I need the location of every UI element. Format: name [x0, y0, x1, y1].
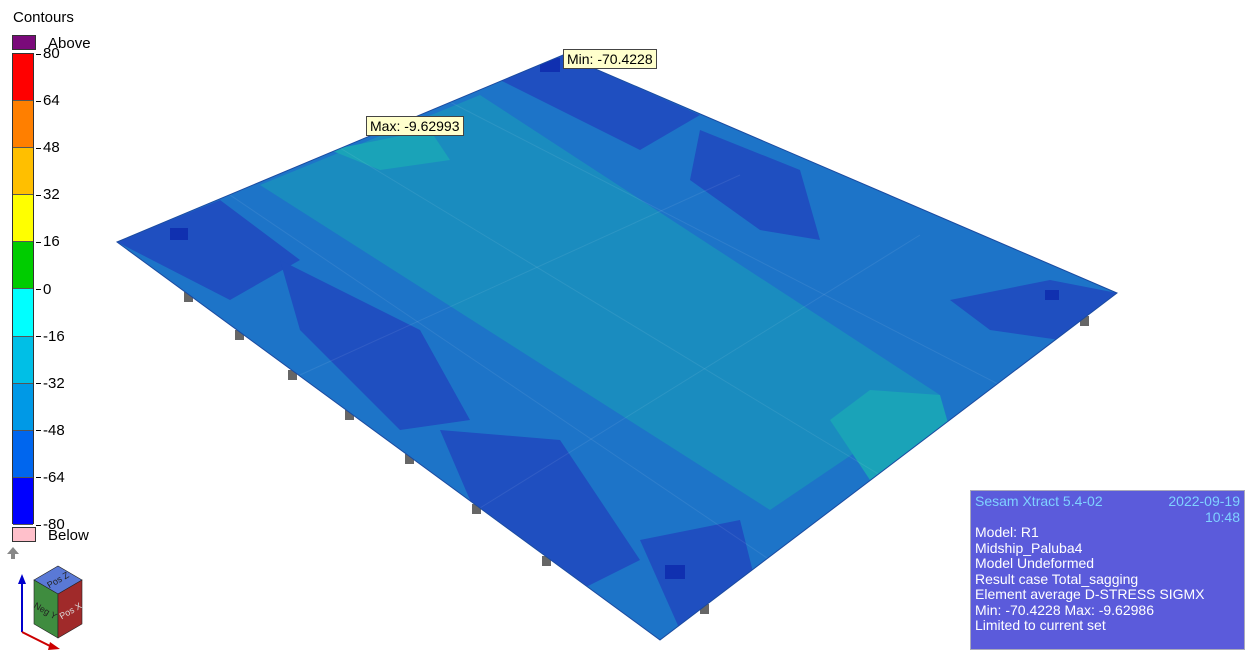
legend-band	[13, 430, 33, 478]
info-line: Limited to current set	[975, 617, 1106, 633]
min-label: Min: -70.4228	[563, 49, 657, 69]
legend-tick-label: 80	[36, 46, 60, 61]
info-line: Model Undeformed	[975, 555, 1095, 571]
info-line: Midship_Paluba4	[975, 539, 1083, 556]
legend-band	[13, 101, 33, 149]
orientation-cube-icon[interactable]: Pos Z Neg Y Pos X	[12, 562, 92, 650]
legend-tick-label: -48	[36, 423, 65, 438]
legend-tick-label: -80	[36, 517, 65, 532]
legend-band	[13, 242, 33, 290]
legend-band	[13, 148, 33, 196]
legend-band	[13, 289, 33, 337]
info-line: Element average D-STRESS SIGMX	[975, 586, 1205, 602]
legend-below-label: Below	[48, 527, 89, 544]
legend-tick-label: 32	[36, 187, 60, 202]
info-line: Model: R1	[975, 524, 1039, 540]
info-line: Result case Total_sagging	[975, 570, 1139, 587]
view-up-icon[interactable]	[6, 546, 20, 560]
stress-plate	[117, 55, 1117, 640]
legend-tick-label: -64	[36, 470, 65, 485]
legend-band	[13, 383, 33, 431]
legend-above-swatch	[12, 35, 36, 50]
legend-below-swatch	[12, 527, 36, 542]
legend-colorbar	[12, 53, 34, 525]
legend-tick-label: -16	[36, 329, 65, 344]
support-markers	[184, 292, 1089, 614]
legend-tick-label: -32	[36, 376, 65, 391]
legend-band	[13, 54, 33, 102]
info-panel: Sesam Xtract 5.4-02 2022-09-19 10:48 Mod…	[970, 490, 1245, 650]
legend-tick-label: 0	[36, 282, 51, 297]
info-date: 2022-09-19	[1168, 493, 1240, 509]
legend-band	[13, 336, 33, 384]
legend-band	[13, 477, 33, 525]
info-line: Min: -70.4228 Max: -9.62986	[975, 601, 1154, 618]
legend-band	[13, 195, 33, 243]
legend-title: Contours	[13, 9, 74, 26]
max-label: Max: -9.62993	[366, 116, 464, 136]
info-time: 10:48	[1204, 508, 1240, 525]
app-version: Sesam Xtract 5.4-02	[975, 493, 1103, 509]
legend-tick-label: 48	[36, 140, 60, 155]
legend-tick-label: 64	[36, 93, 60, 108]
legend-tick-label: 16	[36, 234, 60, 249]
